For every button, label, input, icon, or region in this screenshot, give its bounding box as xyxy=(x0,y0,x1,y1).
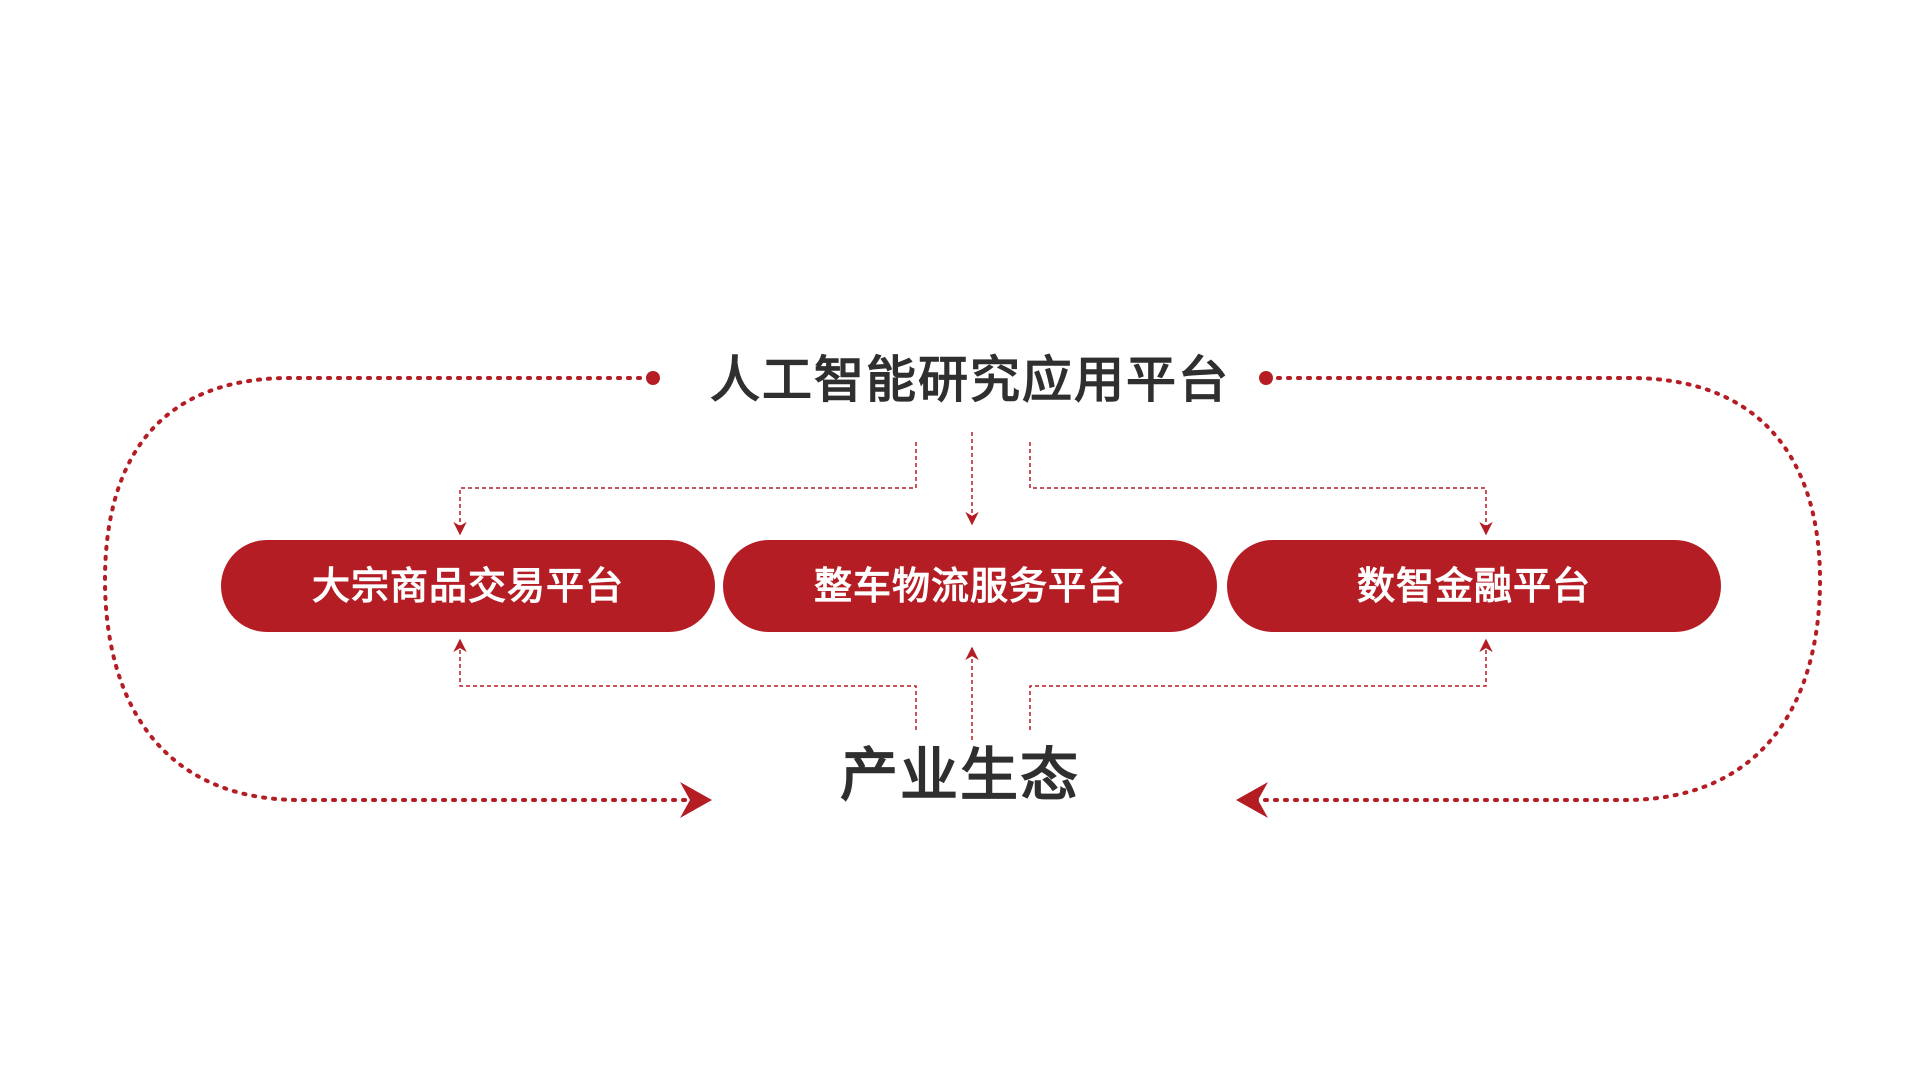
industry-ecosystem-title: 产业生态 xyxy=(839,741,1080,809)
connector-top-to-right xyxy=(1029,442,1493,536)
platform-pill-label: 整车物流服务平台 xyxy=(813,564,1126,608)
platform-pill-digital-finance: 数智金融平台 xyxy=(1227,540,1721,632)
right-cycle-start-dot xyxy=(1259,371,1273,385)
left-cycle-start-dot xyxy=(646,371,660,385)
platform-pill-vehicle-logistics: 整车物流服务平台 xyxy=(723,540,1217,632)
connector-bottom-to-left xyxy=(453,638,917,730)
top-connectors xyxy=(453,432,1493,536)
platform-pill-label: 数智金融平台 xyxy=(1356,564,1591,608)
right-cycle-arrowhead xyxy=(1236,782,1268,818)
left-cycle-dotted-line xyxy=(102,376,690,802)
connector-top-to-left xyxy=(453,442,917,536)
connector-bottom-to-right xyxy=(1029,638,1493,730)
platform-pill-label: 大宗商品交易平台 xyxy=(311,564,624,608)
bottom-connectors xyxy=(453,638,1493,740)
left-cycle-arrowhead xyxy=(680,782,712,818)
right-cycle-dotted-line xyxy=(1240,376,1823,802)
platform-pill-commodity-trading: 大宗商品交易平台 xyxy=(221,540,715,632)
ai-research-platform-title: 人工智能研究应用平台 xyxy=(710,351,1230,409)
